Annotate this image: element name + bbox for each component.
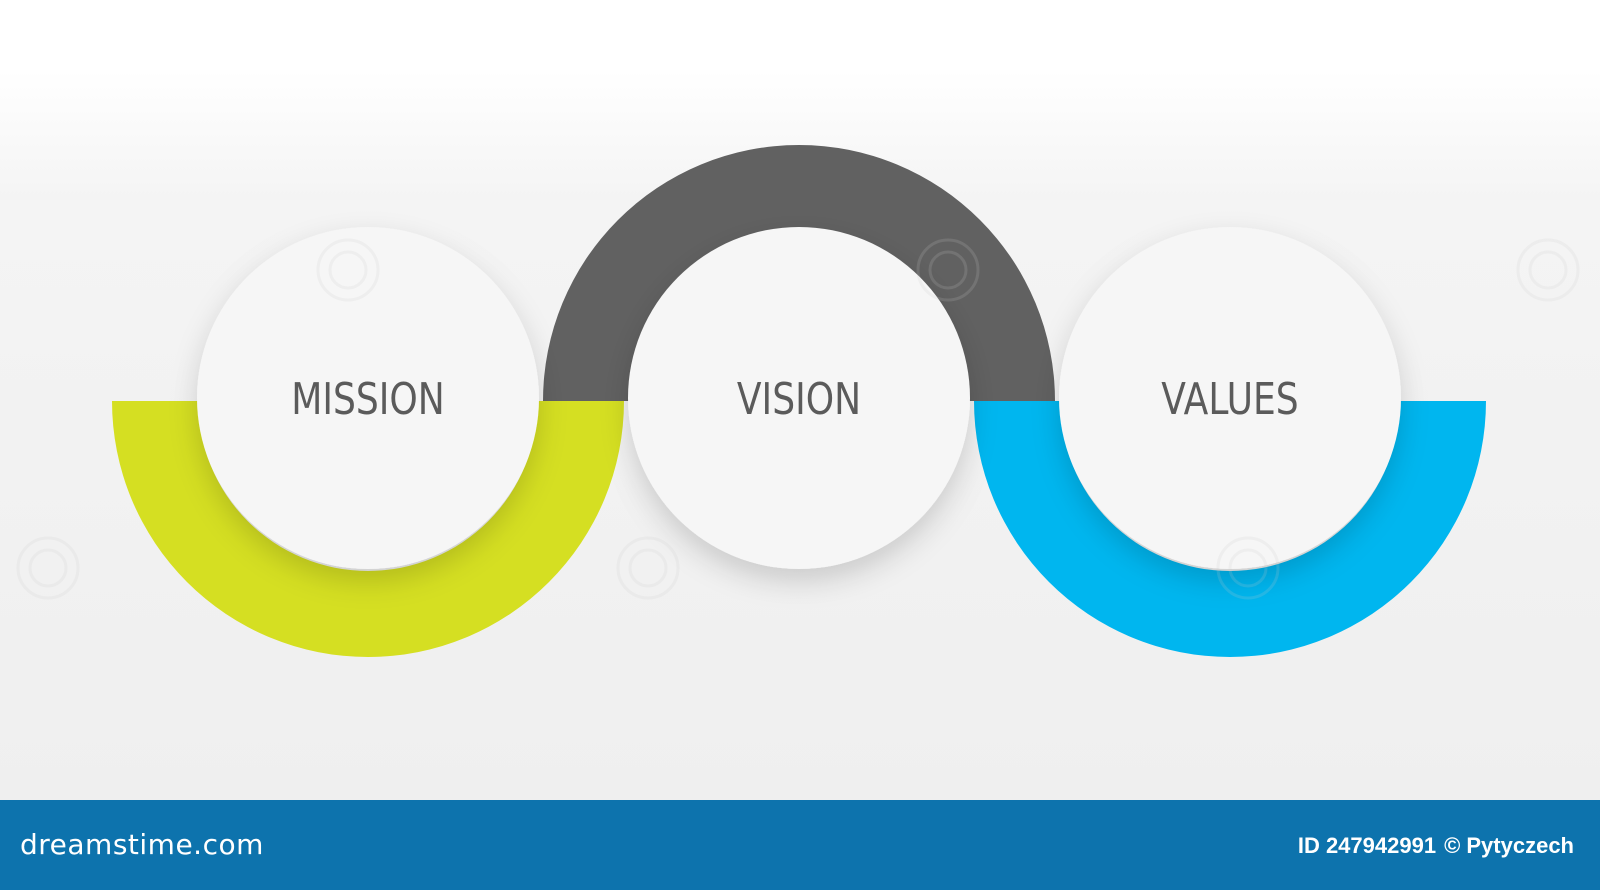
vision-label: VISION	[737, 375, 861, 425]
values-circle	[1059, 227, 1401, 569]
mission-circle	[197, 227, 539, 569]
mission-vision-values-diagram: MISSION VISION VALUES	[16, 145, 1580, 657]
values-band	[974, 401, 1486, 657]
image-credit: ID 247942991 © Pytyczech	[1298, 833, 1574, 859]
footer-bar: dreamstime.com ID 247942991 © Pytyczech	[0, 800, 1600, 890]
mission-band	[112, 401, 624, 657]
diagram-canvas: MISSION VISION VALUES	[0, 0, 1600, 800]
vision-band	[543, 145, 1055, 401]
brand-name[interactable]: dreamstime.com	[20, 828, 264, 861]
image-id: ID 247942991	[1297, 833, 1437, 858]
values-label: VALUES	[1161, 375, 1298, 425]
watermark-icon	[16, 238, 1580, 600]
vision-circle	[628, 227, 970, 569]
author-name[interactable]: © Pytyczech	[1444, 833, 1574, 858]
mission-label: MISSION	[291, 375, 445, 425]
